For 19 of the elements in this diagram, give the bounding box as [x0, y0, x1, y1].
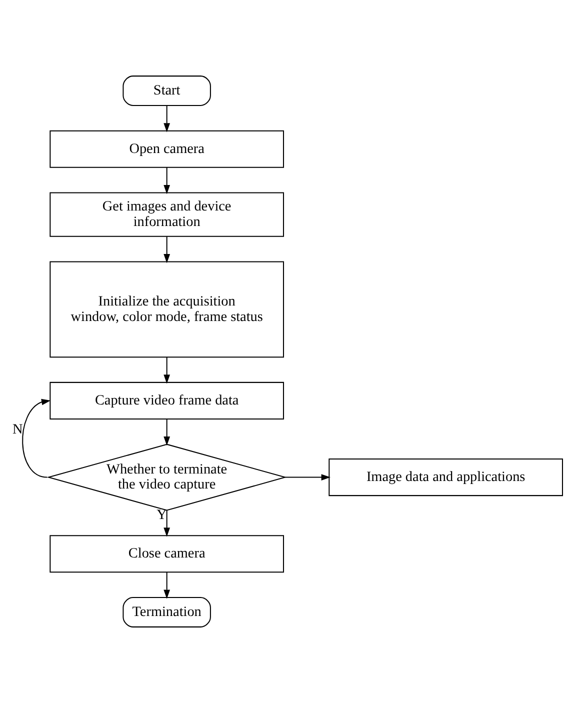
arrow [164, 418, 170, 446]
node-box: Close camera [50, 534, 284, 572]
arrow [164, 510, 170, 536]
node-box: Get images and device information [50, 192, 284, 236]
arrow [164, 572, 170, 598]
arrow [164, 236, 170, 263]
edge-label: N [12, 421, 23, 438]
node-box: Initialize the acquisition window, color mode, frame status [50, 260, 284, 358]
node-box: Image data and applications [328, 458, 563, 496]
node-diamond: Whether to terminate the video capture [46, 443, 287, 510]
arrow [164, 356, 170, 384]
arrow [22, 398, 51, 478]
arrow [285, 474, 330, 480]
arrow [164, 105, 170, 132]
node-box: Termination [122, 596, 211, 627]
arrow [164, 166, 170, 194]
node-box: Capture video frame data [50, 381, 284, 419]
node-box: Open camera [50, 130, 284, 168]
node-box: Start [122, 75, 211, 106]
